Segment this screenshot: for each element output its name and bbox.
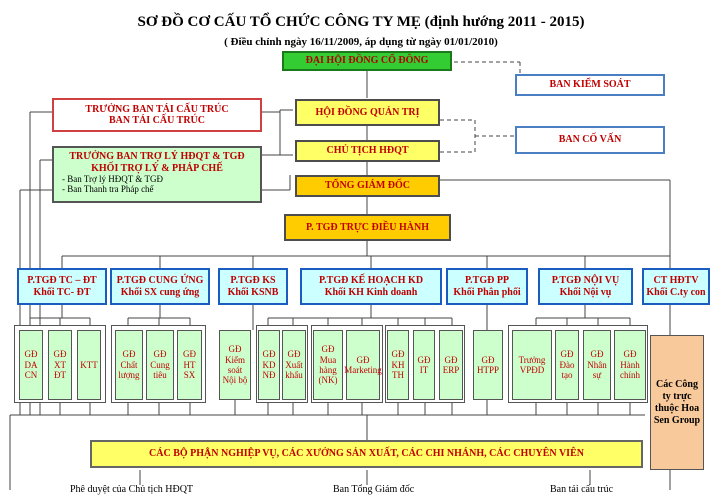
- unit-box: GĐ DA CN: [19, 330, 43, 400]
- operations-bar: CÁC BỘ PHẬN NGHIỆP VỤ, CÁC XƯỞNG SẢN XUẤ…: [90, 440, 643, 468]
- division-subtitle: Khối KSNB: [227, 286, 279, 298]
- assistant-division: KHỐI TRỢ LÝ & PHÁP CHẾ: [91, 162, 223, 174]
- page-subtitle: ( Điều chỉnh ngày 16/11/2009, áp dụng từ…: [224, 36, 498, 48]
- unit-box: GĐ Nhân sự: [583, 330, 611, 400]
- unit-box: GĐ Chất lượng: [115, 330, 143, 400]
- division-control: P.TGĐ KS Khối KSNB: [218, 268, 288, 305]
- division-business-planning: P.TGĐ KẾ HOẠCH KD Khối KH Kinh doanh: [300, 268, 442, 305]
- division-distribution: P.TGĐ PP Khối Phân phối: [446, 268, 528, 305]
- ceo-box: TỔNG GIÁM ĐỐC: [295, 175, 440, 197]
- division-finance: P.TGĐ TC – ĐT Khối TC- ĐT: [17, 268, 107, 305]
- division-supply: P.TGĐ CUNG ỨNG Khối SX cung ứng: [110, 268, 210, 305]
- unit-box: GĐ HT SX: [177, 330, 202, 400]
- division-title: P.TGĐ TC – ĐT: [27, 275, 97, 286]
- unit-box: GĐ KH TH: [387, 330, 409, 400]
- assistant-legal-box: TRƯỞNG BAN TRỢ LÝ HĐQT & TGĐ KHỐI TRỢ LÝ…: [52, 146, 262, 203]
- division-title: P.TGĐ NỘI VỤ: [551, 275, 620, 286]
- division-subtitle: Khối SX cung ứng: [120, 286, 200, 298]
- unit-box: GĐ Xuất khẩu: [282, 330, 306, 400]
- division-title: P.TGĐ KS: [230, 275, 276, 286]
- unit-box: GĐ ERP: [439, 330, 463, 400]
- division-subtitle: Khối KH Kinh doanh: [324, 286, 418, 298]
- assistant-head: TRƯỞNG BAN TRỢ LÝ HĐQT & TGĐ: [69, 151, 245, 162]
- shareholders-meeting-box: ĐẠI HỘI ĐỒNG CỔ ĐÔNG: [282, 51, 452, 71]
- unit-box: KTT: [77, 330, 101, 400]
- restructuring-board: BAN TÁI CẤU TRÚC: [108, 115, 206, 126]
- board-of-directors-box: HỘI ĐỒNG QUẢN TRỊ: [295, 99, 440, 126]
- restructuring-board-box: TRƯỞNG BAN TÁI CẤU TRÚC BAN TÁI CẤU TRÚC: [52, 98, 262, 132]
- assistant-item-1: - Ban Trợ lý HĐQT & TGĐ: [62, 174, 163, 184]
- advisory-board-box: BAN CỐ VẤN: [515, 126, 665, 154]
- unit-box: GĐ KD NĐ: [258, 330, 280, 400]
- division-subtitle: Khối Phân phối: [453, 286, 521, 298]
- division-title: P.TGĐ CUNG ỨNG: [116, 275, 204, 286]
- division-subtitle: Khối C.ty con: [646, 286, 706, 298]
- supervisory-board-box: BAN KIỂM SOÁT: [515, 74, 665, 96]
- unit-box: GĐ Đào tạo: [555, 330, 579, 400]
- unit-box: GĐ HTPP: [473, 330, 503, 400]
- footer-restructuring: Ban tái cấu trúc: [550, 484, 614, 495]
- unit-box: GĐ XT ĐT: [48, 330, 72, 400]
- division-subtitle: Khối TC- ĐT: [33, 286, 91, 298]
- division-title: P.TGĐ KẾ HOẠCH KD: [318, 275, 424, 286]
- subsidiaries-box: Các Công ty trực thuộc Hoa Sen Group: [650, 335, 704, 470]
- division-subsidiaries: CT HĐTV Khối C.ty con: [642, 268, 710, 305]
- chairman-box: CHỦ TỊCH HĐQT: [295, 140, 440, 162]
- assistant-item-2: - Ban Thanh tra Pháp chế: [62, 184, 154, 195]
- division-internal-affairs: P.TGĐ NỘI VỤ Khối Nội vụ: [538, 268, 633, 305]
- footer-executive-board: Ban Tổng Giám đốc: [333, 484, 415, 495]
- unit-box: GĐ Marketing: [344, 330, 382, 400]
- unit-box: GĐ IT: [413, 330, 435, 400]
- unit-box: Trưởng VPĐD: [512, 330, 552, 400]
- division-title: P.TGĐ PP: [464, 275, 510, 286]
- unit-box: GĐ Hành chính: [614, 330, 646, 400]
- unit-box: GĐ Cung tiêu: [146, 330, 174, 400]
- footer-approval: Phê duyệt của Chủ tịch HĐQT: [70, 484, 194, 495]
- division-subtitle: Khối Nội vụ: [559, 286, 612, 298]
- restructuring-head: TRƯỞNG BAN TÁI CẤU TRÚC: [85, 103, 229, 115]
- unit-box: GĐ Kiểm soát Nội bộ: [219, 330, 251, 400]
- executive-deputy-ceo-box: P. TGĐ TRỰC ĐIỀU HÀNH: [284, 214, 451, 241]
- unit-box: GĐ Mua hàng (NK): [313, 330, 343, 400]
- page-title: SƠ ĐỒ CƠ CẤU TỔ CHỨC CÔNG TY MẸ (định hư…: [137, 14, 585, 30]
- division-title: CT HĐTV: [653, 275, 699, 286]
